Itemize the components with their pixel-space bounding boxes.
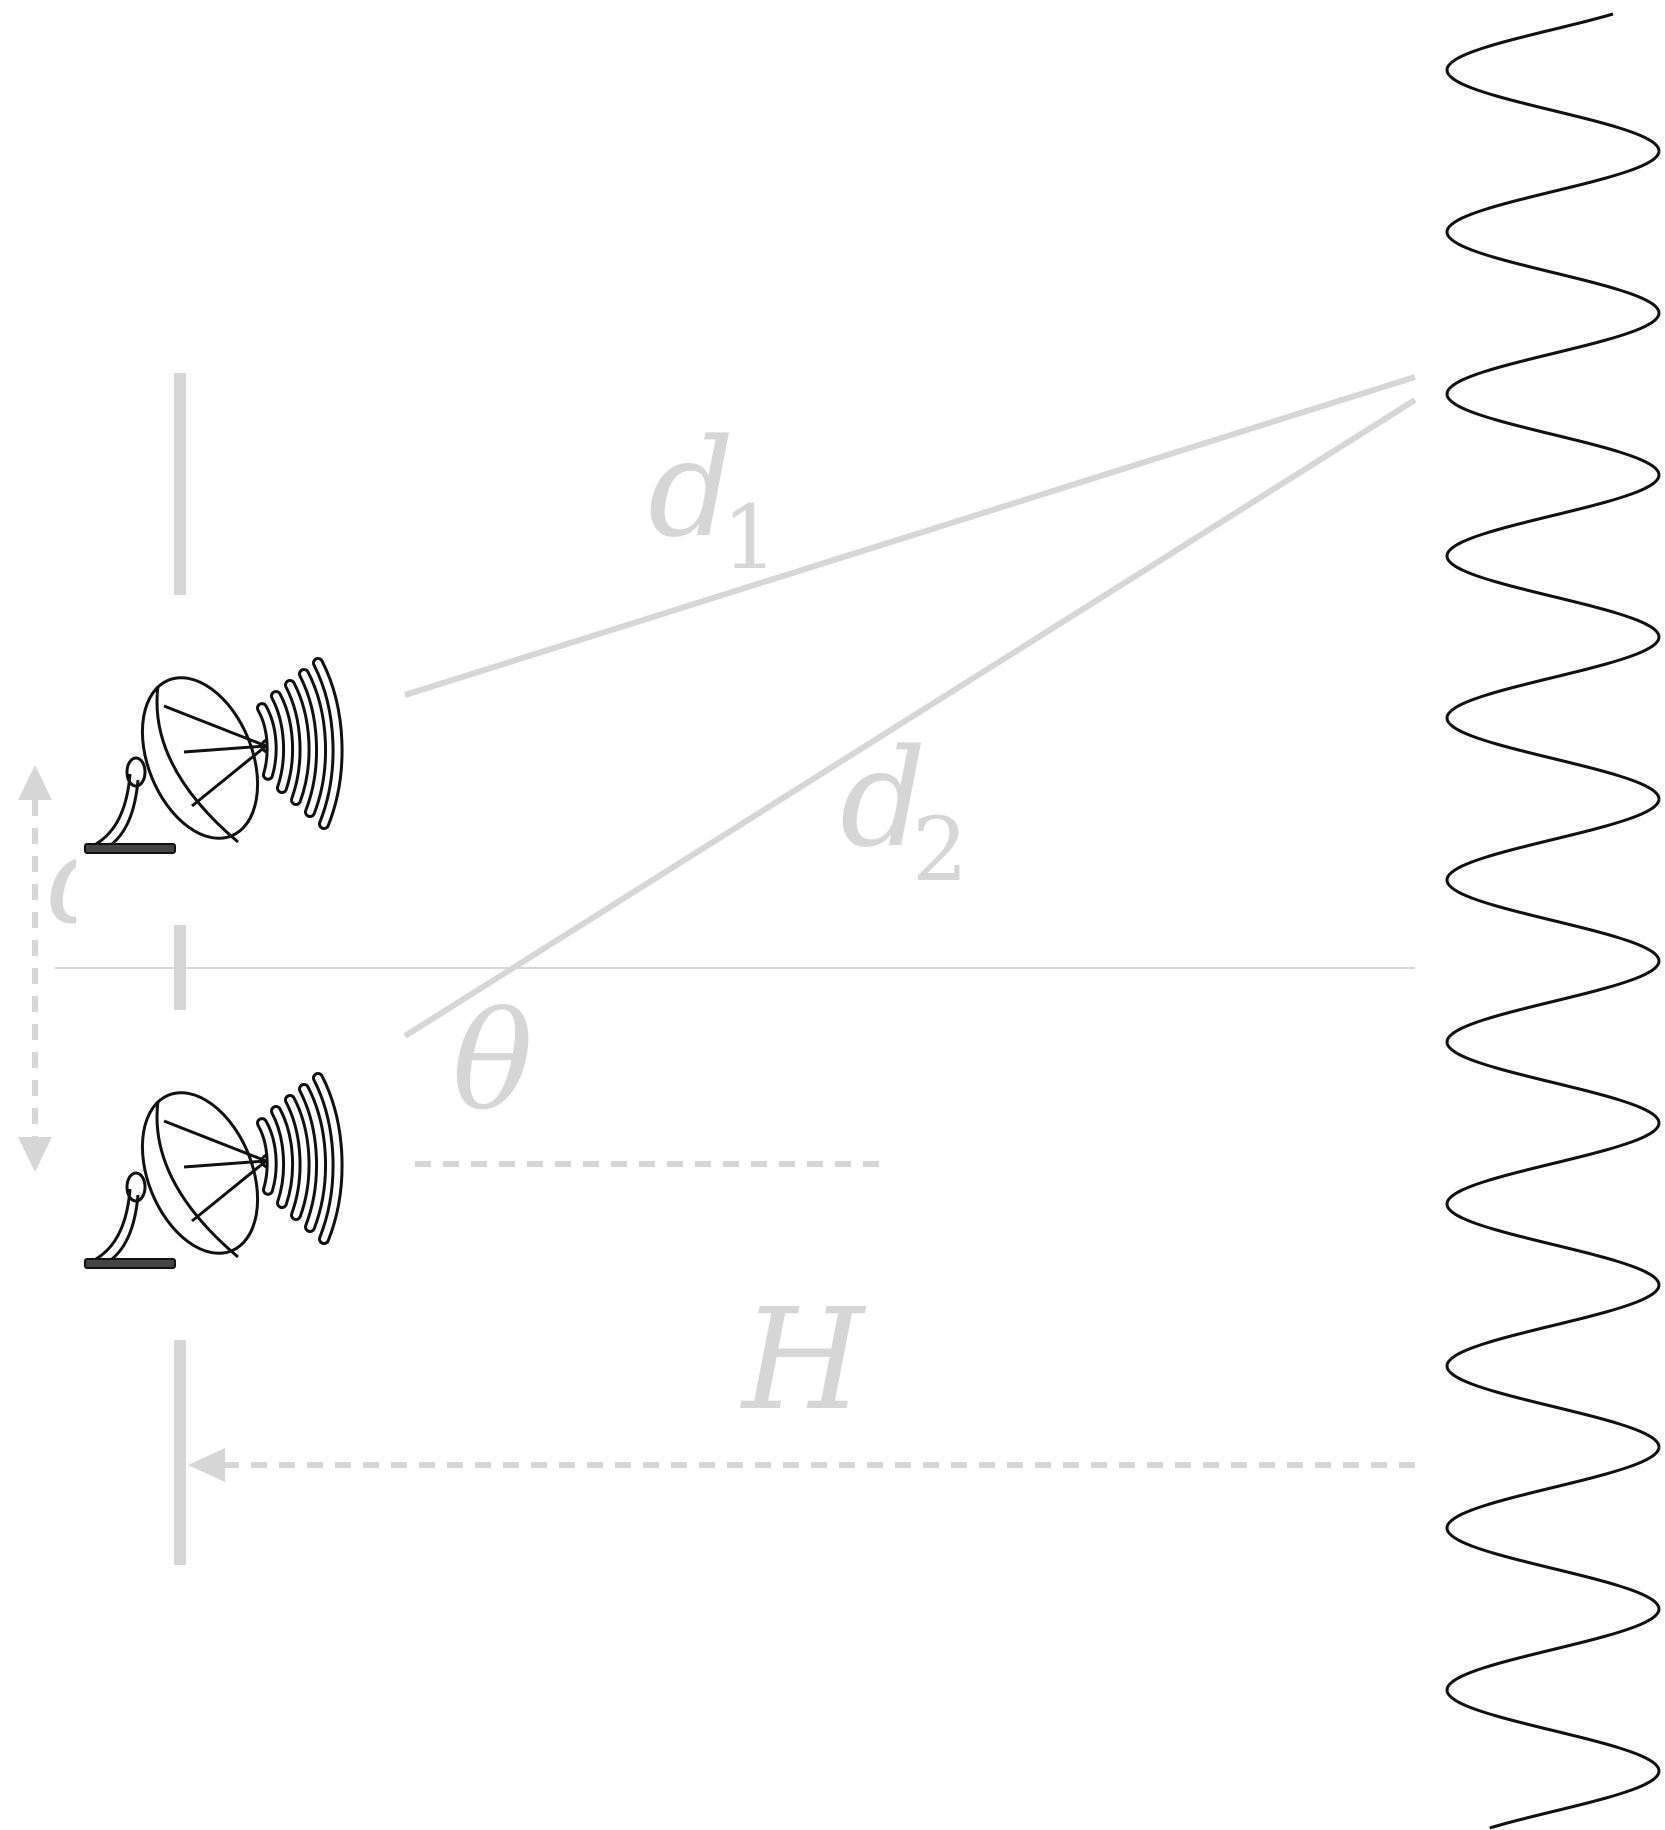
signal-waves-icon <box>256 1072 344 1245</box>
signal-wave-arc-inner <box>287 1097 308 1218</box>
signal-wave-arc-inner <box>301 1086 324 1230</box>
label-theta: θ <box>452 983 533 1140</box>
signal-wave-arc-inner <box>287 682 308 803</box>
separation-arrowhead-down-icon <box>18 1137 52 1172</box>
label-d1: d <box>648 410 734 567</box>
signal-wave-arc-inner <box>315 1075 341 1242</box>
h-arrowhead-icon <box>188 1448 225 1482</box>
label-d2: d <box>840 720 926 877</box>
label-d1-subscript: 1 <box>722 486 778 589</box>
signal-waves-icon <box>256 657 344 830</box>
signal-wave-arc-inner <box>259 1120 275 1193</box>
path-line-d2 <box>403 397 1417 1039</box>
label-separation-d: d <box>48 812 125 951</box>
signal-wave-arc-inner <box>301 671 324 815</box>
signal-wave-arc-inner <box>273 693 292 791</box>
label-d2-subscript: 2 <box>912 798 968 901</box>
signal-wave-arc-inner <box>273 1108 292 1206</box>
separation-arrowhead-up-icon <box>18 765 52 800</box>
satellite-dish-icon <box>83 659 282 857</box>
label-H: H <box>739 1279 867 1442</box>
signal-wave-arc-inner <box>315 660 341 827</box>
wavy-surface <box>1445 12 1661 1830</box>
signal-wave-arc-inner <box>259 705 275 778</box>
path-line-d1 <box>404 374 1416 698</box>
satellite-dish-icon <box>83 1074 282 1272</box>
